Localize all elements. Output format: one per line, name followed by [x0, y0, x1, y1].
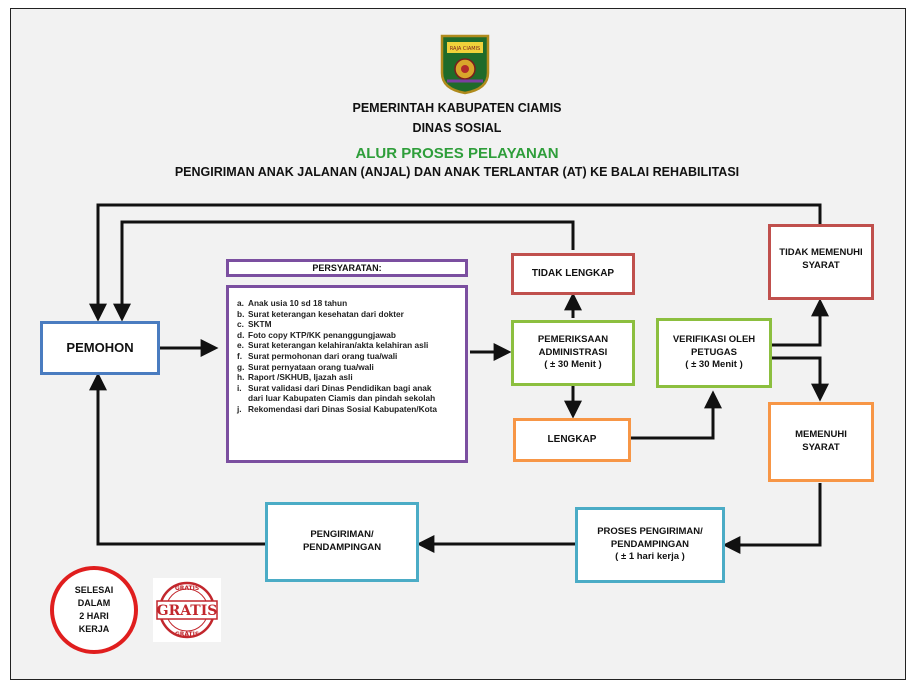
verifikasi-line-1: VERIFIKASI OLEH — [672, 333, 756, 345]
requirement-item: e. Surat keterangan kelahiran/akta kelahi… — [237, 340, 459, 351]
pengiriman-line-2: PENDAMPINGAN — [302, 542, 382, 553]
requirement-text: Raport /SKHUB, Ijazah asli — [248, 372, 353, 383]
requirement-item: f. Surat permohonan dari orang tua/wali — [237, 351, 459, 362]
pemeriksaan-line-2: ADMINISTRASI — [538, 346, 608, 358]
pemeriksaan-line-1: PEMERIKSAAN — [537, 333, 609, 345]
verifikasi-duration: ( ± 30 Menit ) — [685, 359, 743, 371]
requirement-text: Surat keterangan kesehatan dari dokter — [248, 308, 404, 319]
requirement-item: a. Anak usia 10 sd 18 tahun — [237, 298, 459, 309]
node-verifikasi: VERIFIKASI OLEH PETUGAS ( ± 30 Menit ) — [656, 318, 772, 388]
requirement-item: i. Surat validasi dari Dinas Pendidikan b… — [237, 383, 459, 394]
requirement-key: g. — [237, 361, 245, 372]
requirement-text: Foto copy KTP/KK penanggungjawab — [248, 329, 396, 340]
selesai-line-4: KERJA — [78, 624, 110, 635]
memenuhi-line-1: MEMENUHI — [795, 429, 847, 441]
proses-line-2: PENDAMPINGAN — [610, 538, 690, 550]
node-tidak-memenuhi: TIDAK MEMENUHI SYARAT — [768, 224, 874, 300]
requirement-text: SKTM — [248, 319, 272, 330]
arrow-pengiriman-to-pemohon — [89, 372, 265, 546]
node-pengiriman: PENGIRIMAN/ PENDAMPINGAN — [265, 502, 419, 582]
pengiriman-line-1: PENGIRIMAN/ — [310, 529, 374, 541]
requirement-item: dari luar Kabupaten Ciamis dan pindah se… — [237, 393, 459, 404]
requirement-item: b.Surat keterangan kesehatan dari dokter — [237, 309, 459, 320]
requirement-item: h.Raport /SKHUB, Ijazah asli — [237, 372, 459, 383]
requirement-item: j. Rekomendasi dari Dinas Sosial Kabupate… — [237, 404, 459, 415]
selesai-line-1: SELESAI — [74, 584, 114, 595]
gratis-stamp-small-top: GRATIS — [175, 585, 199, 592]
memenuhi-line-2: SYARAT — [802, 442, 840, 453]
requirement-text: Surat pernyataan orang tua/wali — [248, 361, 374, 372]
requirement-key: d. — [237, 329, 245, 340]
node-persyaratan-title: PERSYARATAN: — [226, 259, 468, 277]
requirement-key: e. — [237, 340, 244, 351]
arrow-tidak-lengkap-to-pemohon — [113, 220, 575, 322]
node-pemohon: PEMOHON — [40, 321, 160, 375]
requirement-key: j. — [237, 403, 242, 414]
pemeriksaan-duration: ( ± 30 Menit ) — [544, 359, 602, 371]
requirement-key: f. — [237, 350, 243, 361]
arrow-verifikasi-to-memenuhi — [772, 356, 829, 402]
selesai-line-2: DALAM — [77, 597, 111, 608]
requirement-text: Surat permohonan dari orang tua/wali — [248, 350, 398, 361]
gratis-stamp-icon: GRATIS GRATIS GRATIS — [156, 581, 218, 639]
emblem-text: RAJA CIAMIS — [450, 46, 480, 52]
proses-duration: ( ± 1 hari kerja ) — [615, 551, 685, 563]
gratis-stamp-small-bottom: GRATIS — [175, 631, 199, 638]
requirement-item: g.Surat pernyataan orang tua/wali — [237, 362, 459, 373]
selesai-badge: SELESAI DALAM 2 HARI KERJA — [50, 566, 138, 654]
requirement-text: Surat keterangan kelahiran/akta kelahira… — [248, 340, 429, 351]
page-title: ALUR PROSES PELAYANAN — [355, 145, 559, 162]
requirement-key: c. — [237, 319, 244, 330]
arrow-tidak-memenuhi-to-pemohon — [89, 203, 822, 322]
requirement-key: i. — [237, 382, 242, 393]
node-lengkap: LENGKAP — [513, 418, 631, 462]
proses-line-1: PROSES PENGIRIMAN/ — [597, 525, 703, 537]
node-tidak-lengkap: TIDAK LENGKAP — [511, 253, 635, 295]
requirement-key: a. — [237, 298, 244, 308]
verifikasi-line-2: PETUGAS — [691, 346, 737, 358]
node-memenuhi: MEMENUHI SYARAT — [768, 402, 874, 482]
requirement-text: dari luar Kabupaten Ciamis dan pindah se… — [248, 393, 436, 404]
requirement-item: c. SKTM — [237, 319, 459, 330]
selesai-line-3: 2 HARI — [79, 611, 109, 621]
tidak-memenuhi-line-2: SYARAT — [802, 259, 840, 271]
arrow-verifikasi-to-tidak-memenuhi — [772, 298, 829, 347]
emblem-icon: RAJA CIAMIS — [440, 34, 490, 95]
requirement-key: b. — [237, 308, 245, 319]
requirement-text: Rekomendasi dari Dinas Sosial Kabupaten/… — [248, 403, 438, 414]
requirement-text: Surat validasi dari Dinas Pendidikan bag… — [248, 382, 432, 393]
requirement-key: h. — [237, 372, 245, 383]
org-name: PEMERINTAH KABUPATEN CIAMIS — [352, 101, 562, 115]
page-subtitle: PENGIRIMAN ANAK JALANAN (ANJAL) DAN ANAK… — [174, 165, 740, 179]
gratis-stamp: GRATIS GRATIS GRATIS — [153, 578, 221, 642]
arrow-lengkap-to-verifikasi — [630, 390, 722, 440]
arrow-memenuhi-to-proses — [722, 483, 822, 554]
tidak-memenuhi-line-1: TIDAK MEMENUHI — [779, 247, 863, 258]
dept-name: DINAS SOSIAL — [412, 121, 502, 135]
gratis-stamp-text: GRATIS — [157, 603, 218, 619]
node-proses-pengiriman: PROSES PENGIRIMAN/ PENDAMPINGAN ( ± 1 ha… — [575, 507, 725, 583]
requirement-text: Anak usia 10 sd 18 tahun — [248, 298, 348, 308]
node-pemeriksaan: PEMERIKSAAN ADMINISTRASI ( ± 30 Menit ) — [511, 320, 635, 386]
requirement-key — [237, 393, 248, 404]
requirement-item: d.Foto copy KTP/KK penanggungjawab — [237, 330, 459, 341]
